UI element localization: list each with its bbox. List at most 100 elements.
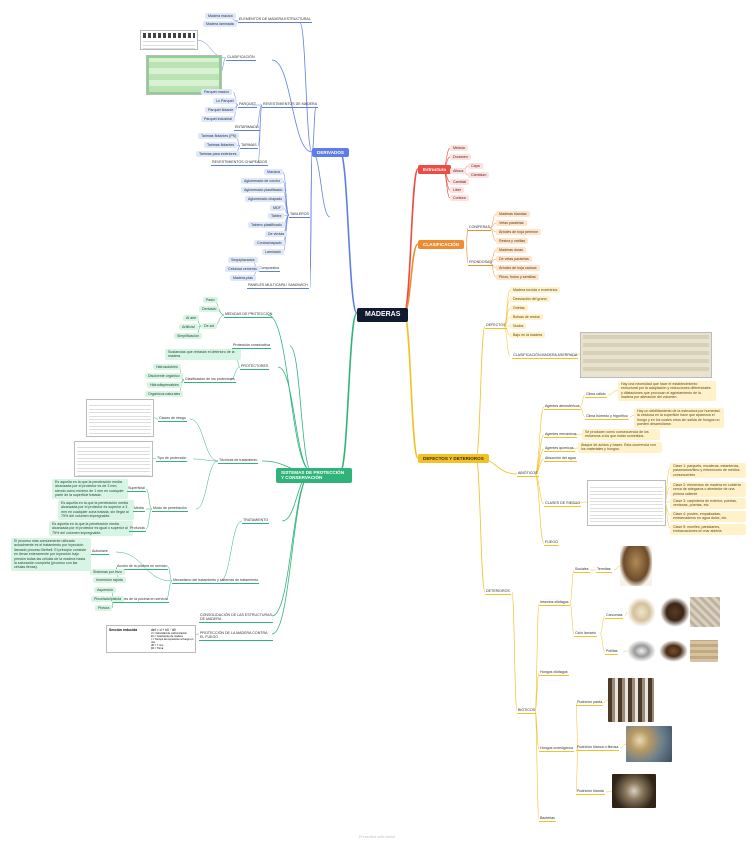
node-madera-plas[interactable]: Madera-plas	[230, 275, 256, 282]
node-hoja-perenne[interactable]: Árboles de hoja perenne	[496, 229, 542, 236]
node-bioticos[interactable]: BIÓTICOS	[517, 708, 537, 714]
node-clase-2[interactable]: Clase 2: elementos de madera en cubierta…	[670, 482, 746, 498]
topic-estructura[interactable]: Estructura	[418, 165, 451, 174]
node-carcomas[interactable]: Carcomas	[605, 613, 624, 619]
node-agentes-atmosfericos[interactable]: Agentes atmosféricos	[544, 404, 581, 410]
node-revestimientos[interactable]: REVESTIMIENTOS DE MADERA	[262, 102, 319, 108]
node-tecnicas-tratamiento[interactable]: Técnicas de tratamiento	[218, 458, 259, 464]
topic-defectos[interactable]: DEFECTOS Y DETERIOROS	[418, 454, 489, 463]
node-hoja-caduca[interactable]: Árboles de hoja caduca	[496, 265, 540, 272]
node-aglomerado-corcho[interactable]: Aglomerado de corcho	[241, 178, 284, 185]
node-elementos-estructural[interactable]: ELEMENTOS DE MADERA ESTRUCTURAL	[238, 17, 312, 23]
node-ciclo-larvario[interactable]: Ciclo larvario	[574, 631, 597, 637]
node-clima-calido-desc[interactable]: Hay una necesidad que hace el establecim…	[618, 381, 716, 401]
node-termitas[interactable]: Termitas	[596, 567, 612, 573]
node-organicos-naturales[interactable]: Orgánicos naturales	[145, 391, 184, 398]
node-clases-riesgo[interactable]: Clases de riesgo	[158, 416, 187, 422]
node-tablex[interactable]: Tablex	[268, 213, 285, 220]
node-clasificacion-aserrada[interactable]: CLASIFICACIÓN MADERA ASERRADA	[512, 353, 579, 359]
node-hongos-xilofagos[interactable]: Hongos xilófagos	[539, 670, 569, 676]
node-parquet[interactable]: PARQUET	[238, 102, 258, 108]
node-quimicos-desc[interactable]: Ataque de ácidos y bases. Esta ocurrenci…	[578, 442, 662, 453]
node-absorcion-agua[interactable]: Absorción del agua	[544, 456, 577, 462]
node-sistemas-frizo[interactable]: Sistemas por frizo	[90, 569, 125, 576]
node-agentes-mecanicos[interactable]: Agentes mecánicos	[544, 432, 578, 438]
node-contrachapado[interactable]: Contrachapado	[254, 240, 285, 247]
node-parquet-macizo[interactable]: Parquet macizo	[201, 89, 232, 96]
node-al-aire[interactable]: Al aire	[183, 315, 200, 322]
node-medidas-proteccion[interactable]: MEDIDAS DE PROTECCIÓN	[224, 312, 274, 318]
node-grietas[interactable]: Grietas	[510, 305, 528, 312]
node-revestimientos-chapeados[interactable]: REVESTIMIENTOS CHAPEADOS	[211, 160, 269, 166]
node-media-desc[interactable]: Es aquella en la que la penetración medi…	[58, 500, 134, 520]
node-consolidacion[interactable]: CONSOLIDACIÓN DE LAS ESTRUCTURAS DE MADE…	[199, 613, 273, 624]
node-parquet-flotante[interactable]: Parquet flotante	[205, 107, 237, 114]
node-profunda-desc[interactable]: Es aquella en la que la penetración medi…	[49, 521, 133, 537]
node-tarimas[interactable]: TARIMAS	[240, 143, 258, 149]
node-derivado[interactable]: Derivado	[199, 306, 220, 313]
node-liber[interactable]: Líber	[450, 187, 465, 194]
node-maderas-duras[interactable]: Maderas duras	[496, 247, 526, 254]
node-duramen[interactable]: Duramen	[450, 154, 471, 161]
node-clases-riesgo-def[interactable]: CLASES DE RIESGO	[544, 501, 582, 507]
node-cambial[interactable]: Cambial	[450, 179, 470, 186]
node-deterioros[interactable]: DETERIOROS	[485, 589, 511, 595]
node-maderas-blandas[interactable]: Maderas blandas	[496, 211, 530, 218]
root-topic[interactable]: MADERAS	[357, 308, 409, 322]
node-proteccion-constructiva[interactable]: Protección constructiva	[232, 343, 272, 349]
node-compuestos[interactable]: Compuestos	[258, 266, 281, 272]
node-parquet-industrial[interactable]: Parquet industrial	[201, 116, 235, 123]
node-macizos[interactable]: Macizos	[264, 169, 284, 176]
node-tablero-plastificado[interactable]: Tablero plastificado	[248, 222, 285, 229]
node-clima-calido[interactable]: Clima cálido	[585, 392, 607, 398]
node-pincelado[interactable]: Pincelado/pistola	[91, 596, 125, 603]
node-pintura[interactable]: Pintura	[95, 605, 113, 612]
node-desviacion-grano[interactable]: Desviación del grano	[510, 296, 550, 303]
node-nudos[interactable]: Nudos	[510, 323, 527, 330]
node-polillas[interactable]: Polillas	[605, 649, 619, 655]
node-clasificacion-derivados[interactable]: CLASIFICACIÓN	[226, 55, 256, 61]
node-entarimado[interactable]: ENTARIMADO	[234, 125, 260, 131]
node-de-vetas-paralelas[interactable]: De vetas paralelas	[496, 256, 532, 263]
node-bajo-madera[interactable]: Bajo en la madera	[510, 332, 546, 339]
node-profunda[interactable]: Profunda	[129, 526, 146, 532]
node-tratamiento[interactable]: TRATAMIENTO	[242, 518, 270, 524]
node-coniferas[interactable]: CONÍFERAS	[468, 225, 491, 231]
node-autoclave-desc[interactable]: El proceso más comúnmente utilizado actu…	[11, 538, 91, 571]
node-mdf[interactable]: MDF	[270, 205, 284, 212]
node-de-virutas[interactable]: De virutas	[265, 231, 288, 238]
node-tableros[interactable]: TABLEROS	[289, 212, 310, 218]
node-clase-1[interactable]: Clase 1: parquets, escaleras, estantería…	[670, 463, 746, 479]
node-despues-pocima[interactable]: Después de la pócima en servicio	[113, 597, 169, 603]
node-bolsas-resina[interactable]: Bolsas de resina	[510, 314, 543, 321]
node-clase-3[interactable]: Clase 3: carpintería de exterior, puerta…	[670, 498, 746, 509]
node-tarimas-exteriores[interactable]: Tarimas para exteriores	[196, 151, 240, 158]
node-hidrodispersables[interactable]: Hidrodispersables	[147, 382, 182, 389]
node-albura[interactable]: Albura	[450, 168, 467, 175]
node-madera-maciza[interactable]: Madera maciza	[205, 13, 236, 20]
node-pudricion-parda[interactable]: Pudrición parda	[576, 700, 604, 706]
node-protectores[interactable]: PROTECTORES	[240, 364, 270, 370]
node-aglomerado-chapado[interactable]: Aglomerado chapado	[245, 196, 286, 203]
node-resina-varillas[interactable]: Resina y varillas	[496, 238, 529, 245]
node-de-sol[interactable]: De sol	[201, 323, 218, 330]
node-protectores-desc[interactable]: Sustancias que retrasan el deterioro de …	[165, 349, 241, 360]
node-clase-5[interactable]: Clase 5: muelles, pantalanes, embarcacio…	[670, 524, 746, 535]
node-disolvente-organico[interactable]: Disolvente orgánico	[145, 373, 183, 380]
node-tipo-proteccion[interactable]: Tipo de protección	[156, 456, 188, 462]
node-capa[interactable]: Capa	[468, 163, 483, 170]
node-tarimas-flotantes[interactable]: Tarimas flotantes	[204, 142, 238, 149]
node-mecanismo-tratamiento[interactable]: Mecanismo del tratamiento y sistemas de …	[172, 578, 260, 584]
node-inmersion-rapida[interactable]: Inmersión rápida	[93, 577, 126, 584]
node-autoclave[interactable]: Autoclave	[91, 549, 109, 555]
node-proteccion-fuego[interactable]: PROTECCIÓN DE LA MADERA CONTRA EL FUEGO	[199, 631, 273, 642]
node-paneles-multicapa[interactable]: PANELES MULTICAPA / SANDWICH	[247, 283, 309, 289]
topic-clasificacion[interactable]: CLASIFICACIÓN	[418, 240, 464, 249]
node-clasificacion-protectores[interactable]: Clasificación de los protectores	[184, 377, 236, 383]
topic-sistemas-proteccion[interactable]: SISTEMAS DE PROTECCIÓN Y CONSERVACIÓN	[276, 468, 352, 483]
node-agentes-quimicos[interactable]: Agentes químicos	[544, 446, 575, 452]
node-laminado[interactable]: Laminado	[262, 249, 284, 256]
node-lo-parquet[interactable]: Lo Parquet	[213, 98, 237, 105]
node-aglomerado-plastificado[interactable]: Aglomerado plastificado	[241, 187, 286, 194]
